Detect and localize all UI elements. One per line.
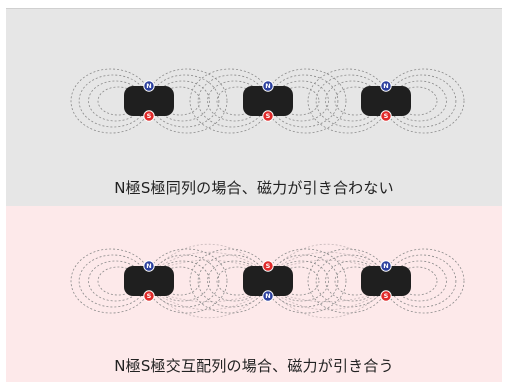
south-pole-marker — [262, 260, 274, 272]
bridge-field-line — [148, 288, 269, 319]
bottom-pole-label: S — [384, 112, 389, 120]
field-line-right — [269, 254, 339, 308]
magnet-body — [243, 86, 293, 116]
south-pole-marker — [143, 110, 155, 122]
top-pole-label: N — [265, 82, 270, 90]
aligned-diagram: N S N S N S — [70, 68, 465, 134]
bottom-pole-label: S — [384, 292, 389, 300]
south-pole-marker — [143, 290, 155, 302]
north-pole-marker — [143, 80, 155, 92]
field-line-right — [387, 254, 457, 308]
south-pole-marker — [380, 290, 392, 302]
bottom-pole-label: S — [147, 112, 152, 120]
magnet-body — [124, 86, 174, 116]
bottom-pole-label: N — [265, 292, 270, 300]
north-pole-marker — [380, 80, 392, 92]
alternating-panel: N S S N N S N極S極交互配列の場合、磁力が引き合う — [6, 206, 502, 382]
north-pole-marker — [262, 80, 274, 92]
north-pole-marker — [143, 260, 155, 272]
top-pole-label: S — [266, 262, 271, 270]
bridge-field-line — [148, 288, 269, 311]
north-pole-marker — [380, 260, 392, 272]
north-pole-marker — [262, 290, 274, 302]
bottom-pole-label: S — [147, 292, 152, 300]
magnet-body — [361, 266, 411, 296]
top-pole-label: N — [146, 82, 151, 90]
alternating-diagram: N S S N N S — [70, 243, 465, 319]
aligned-caption: N極S極同列の場合、磁力が引き合わない — [114, 179, 394, 197]
bottom-pole-label: S — [266, 112, 271, 120]
field-line-right — [387, 74, 457, 128]
field-line-right — [150, 74, 220, 128]
top-pole-label: N — [146, 262, 151, 270]
field-line-right — [269, 74, 339, 128]
south-pole-marker — [380, 110, 392, 122]
field-line-right — [150, 254, 220, 308]
top-pole-label: N — [383, 262, 388, 270]
magnet-body — [243, 266, 293, 296]
bridge-field-line — [148, 251, 269, 274]
top-pole-label: N — [383, 82, 388, 90]
magnet-body — [361, 86, 411, 116]
bridge-field-line — [267, 288, 387, 319]
aligned-panel: N S N S N S N極S極同列の場合、磁力が引き合わない — [6, 8, 502, 207]
magnet-body — [124, 266, 174, 296]
south-pole-marker — [262, 110, 274, 122]
alternating-caption: N極S極交互配列の場合、磁力が引き合う — [114, 357, 394, 375]
